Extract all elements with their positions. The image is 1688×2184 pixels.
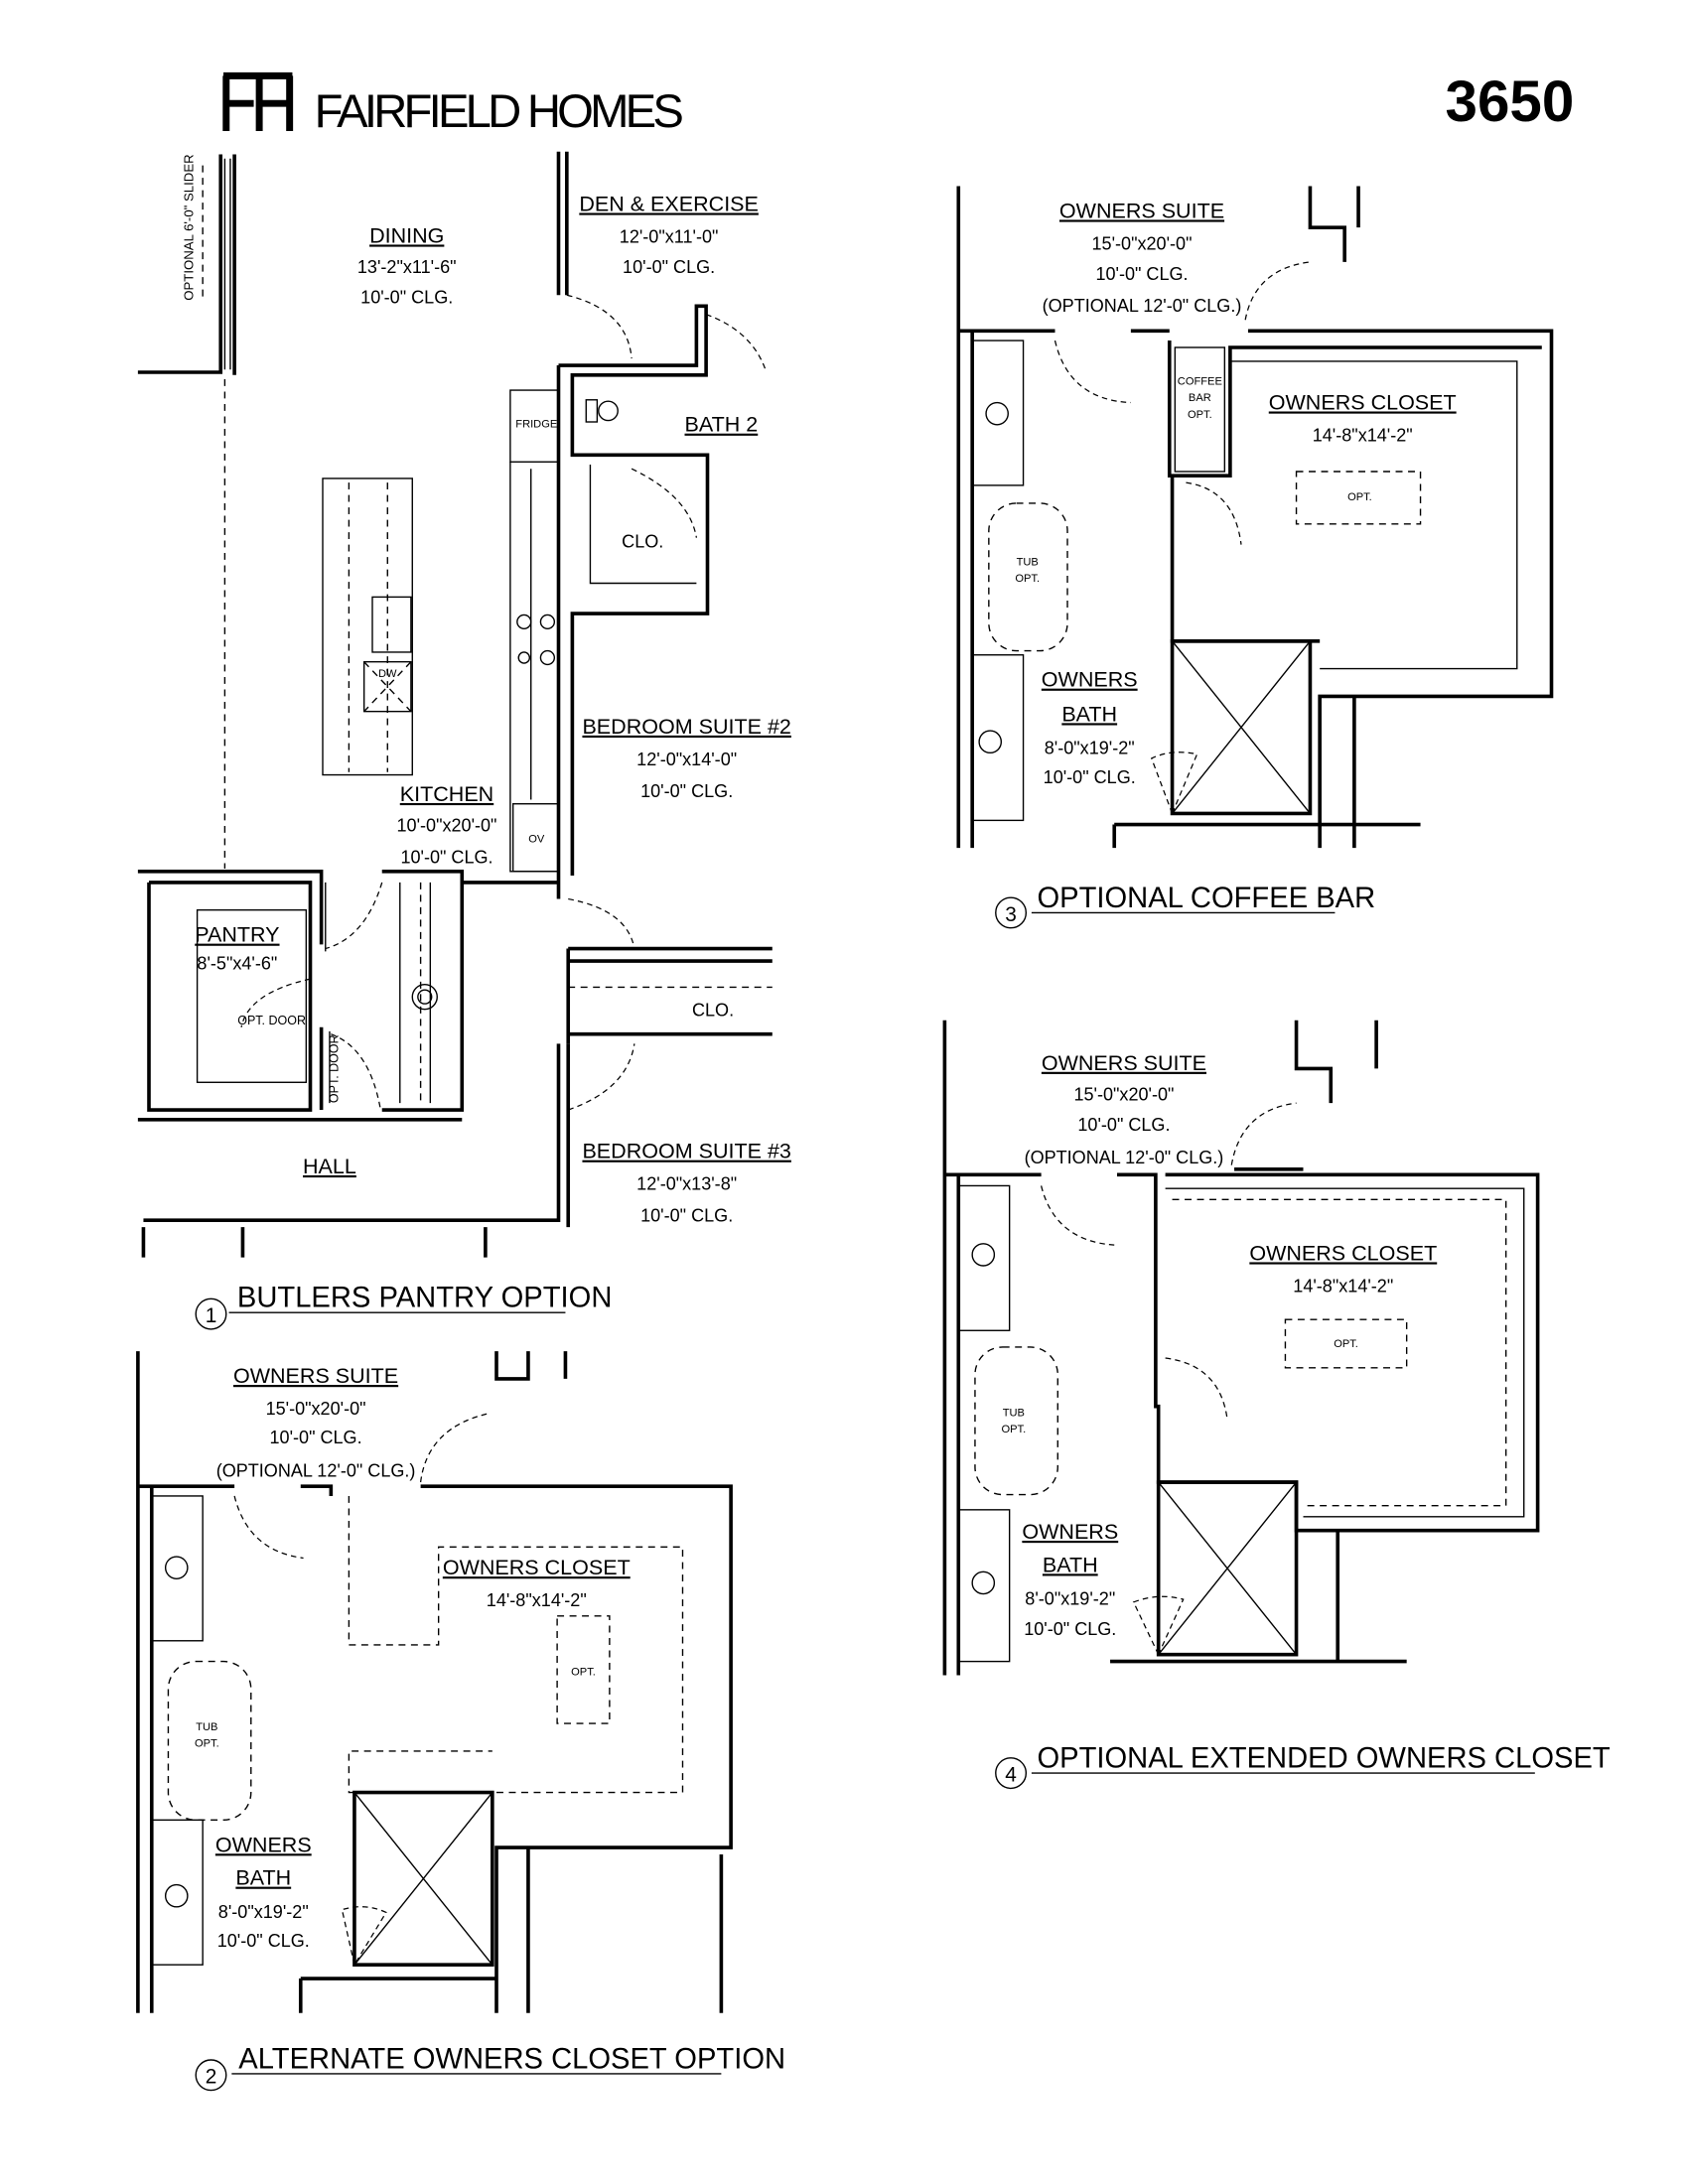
suite-optional-ceiling: (OPTIONAL 12'-0" CLG.)	[216, 1461, 416, 1481]
suite-ceiling: 10'-0" CLG.	[1077, 1115, 1170, 1135]
tub-opt-label: OPT.	[1001, 1424, 1026, 1435]
caption-number: 4	[1005, 1763, 1017, 1786]
bedroom3-name: BEDROOM SUITE #3	[582, 1140, 790, 1163]
suite-optional-ceiling: (OPTIONAL 12'-0" CLG.)	[1043, 296, 1242, 316]
plan-caption: OPTIONAL EXTENDED OWNERS CLOSET	[1037, 1743, 1610, 1775]
closet-name: OWNERS CLOSET	[443, 1556, 631, 1579]
sink-icon	[164, 1883, 189, 1908]
tub-opt-label: OPT.	[195, 1738, 219, 1750]
tub-label: TUB	[1003, 1407, 1025, 1419]
fridge-label: FRIDGE	[515, 419, 557, 431]
sink-icon	[164, 1556, 189, 1579]
oven-label: OV	[528, 834, 545, 846]
plan-optional-coffee-bar: OWNERS SUITE 15'-0"x20'-0" 10'-0" CLG. (…	[956, 186, 1554, 929]
bath-ceiling: 10'-0" CLG.	[1044, 767, 1136, 787]
tub-opt-label: OPT.	[1015, 573, 1040, 585]
bedroom2-ceiling: 10'-0" CLG.	[640, 781, 733, 801]
suite-size: 15'-0"x20'-0"	[1073, 1084, 1174, 1104]
shower	[1170, 639, 1313, 816]
kitchen-name: KITCHEN	[400, 782, 493, 806]
bath-ceiling: 10'-0" CLG.	[217, 1931, 310, 1951]
shower	[352, 1790, 494, 1967]
bedroom2-name: BEDROOM SUITE #2	[582, 715, 790, 739]
coffee-bar-opt: OPT.	[1188, 409, 1212, 421]
dishwasher-label: DW	[378, 668, 397, 680]
plan-optional-extended-owners-closet: OWNERS SUITE 15'-0"x20'-0" 10'-0" CLG. (…	[942, 1020, 1611, 1790]
tub-outline	[167, 1660, 252, 1822]
closet-size: 14'-8"x14'-2"	[487, 1590, 587, 1610]
tub-label: TUB	[196, 1721, 217, 1733]
bedroom3-ceiling: 10'-0" CLG.	[640, 1206, 733, 1226]
opt-door-label: OPT. DOOR	[237, 1014, 306, 1027]
hall-label: HALL	[303, 1155, 356, 1178]
tub-label: TUB	[1017, 556, 1039, 568]
suite-ceiling: 10'-0" CLG.	[1095, 264, 1188, 284]
sink-icon	[985, 401, 1009, 426]
suite-size: 15'-0"x20'-0"	[266, 1399, 366, 1419]
den-size: 12'-0"x11'-0"	[620, 226, 719, 246]
shower	[1156, 1480, 1299, 1657]
caption-number: 2	[206, 2066, 217, 2089]
bath-size: 8'-0"x19'-2"	[1045, 739, 1135, 758]
dining-ceiling: 10'-0" CLG.	[360, 288, 453, 308]
bath-name-1: OWNERS	[1022, 1520, 1118, 1544]
coffee-bar-label: COFFEE	[1178, 376, 1222, 388]
sink-icon	[971, 1570, 996, 1595]
pantry-size: 8'-5"x4'-6"	[197, 953, 277, 973]
bath-size: 8'-0"x19'-2"	[1025, 1589, 1115, 1609]
kitchen-size: 10'-0"x20'-0"	[397, 816, 497, 836]
caption-number: 3	[1005, 903, 1017, 926]
bath-ceiling: 10'-0" CLG.	[1024, 1619, 1116, 1639]
bath-name-1: OWNERS	[1042, 668, 1138, 692]
closet-name: OWNERS CLOSET	[1249, 1241, 1437, 1265]
brand-logo: FAIRFIELD HOMES	[222, 71, 684, 138]
pantry-name: PANTRY	[195, 923, 279, 947]
closet-size: 14'-8"x14'-2"	[1313, 425, 1413, 445]
plan-alternate-owners-closet: OWNERS SUITE 15'-0"x20'-0" 10'-0" CLG. (…	[136, 1351, 785, 2092]
closet-opt: OPT.	[1347, 491, 1372, 503]
coffee-bar-label-2: BAR	[1189, 392, 1211, 404]
closet-opt: OPT.	[571, 1667, 596, 1679]
suite-name: OWNERS SUITE	[1059, 199, 1224, 222]
plan-caption: ALTERNATE OWNERS CLOSET OPTION	[238, 2043, 785, 2075]
plan-butlers-pantry: OPTIONAL 6'-0" SLIDER FRIDGE OV DW DININ…	[137, 151, 791, 1330]
suite-name: OWNERS SUITE	[1042, 1051, 1206, 1075]
plan-number: 3650	[1446, 69, 1575, 134]
den-name: DEN & EXERCISE	[579, 192, 759, 215]
kitchen-island	[322, 478, 413, 776]
slider-note: OPTIONAL 6'-0" SLIDER	[181, 154, 196, 300]
dining-size: 13'-2"x11'-6"	[357, 257, 457, 277]
plan-caption: BUTLERS PANTRY OPTION	[237, 1283, 613, 1314]
closet-opt: OPT.	[1334, 1338, 1358, 1350]
kitchen-ceiling: 10'-0" CLG.	[400, 847, 492, 867]
plan-caption: OPTIONAL COFFEE BAR	[1037, 883, 1375, 914]
brand-name: FAIRFIELD HOMES	[315, 85, 684, 138]
suite-size: 15'-0"x20'-0"	[1092, 233, 1193, 253]
bath-name-2: BATH	[1043, 1553, 1098, 1576]
suite-name: OWNERS SUITE	[233, 1364, 398, 1388]
bath-name-2: BATH	[235, 1866, 291, 1890]
closet-label-b: CLO.	[692, 1001, 734, 1021]
suite-optional-ceiling: (OPTIONAL 12'-0" CLG.)	[1025, 1148, 1224, 1167]
tub-outline	[974, 1346, 1058, 1496]
closet-name: OWNERS CLOSET	[1269, 390, 1457, 414]
bath-name-2: BATH	[1061, 702, 1117, 726]
den-ceiling: 10'-0" CLG.	[623, 257, 715, 277]
closet-size: 14'-8"x14'-2"	[1293, 1276, 1393, 1296]
sink-icon	[971, 1243, 996, 1267]
sink-icon	[371, 596, 412, 653]
bedroom2-size: 12'-0"x14'-0"	[636, 750, 737, 769]
closet-label: CLO.	[622, 531, 663, 551]
dining-name: DINING	[369, 223, 444, 247]
caption-number: 1	[206, 1304, 217, 1327]
bath-size: 8'-0"x19'-2"	[218, 1902, 309, 1922]
tub-outline	[988, 502, 1068, 652]
sink-icon	[978, 730, 1003, 754]
bath2-name: BATH 2	[685, 413, 759, 437]
suite-ceiling: 10'-0" CLG.	[270, 1428, 362, 1447]
bath-name-1: OWNERS	[215, 1833, 312, 1856]
bedroom3-size: 12'-0"x13'-8"	[636, 1174, 737, 1194]
opt-door-vertical-label: OPT. DOOR	[327, 1034, 341, 1103]
